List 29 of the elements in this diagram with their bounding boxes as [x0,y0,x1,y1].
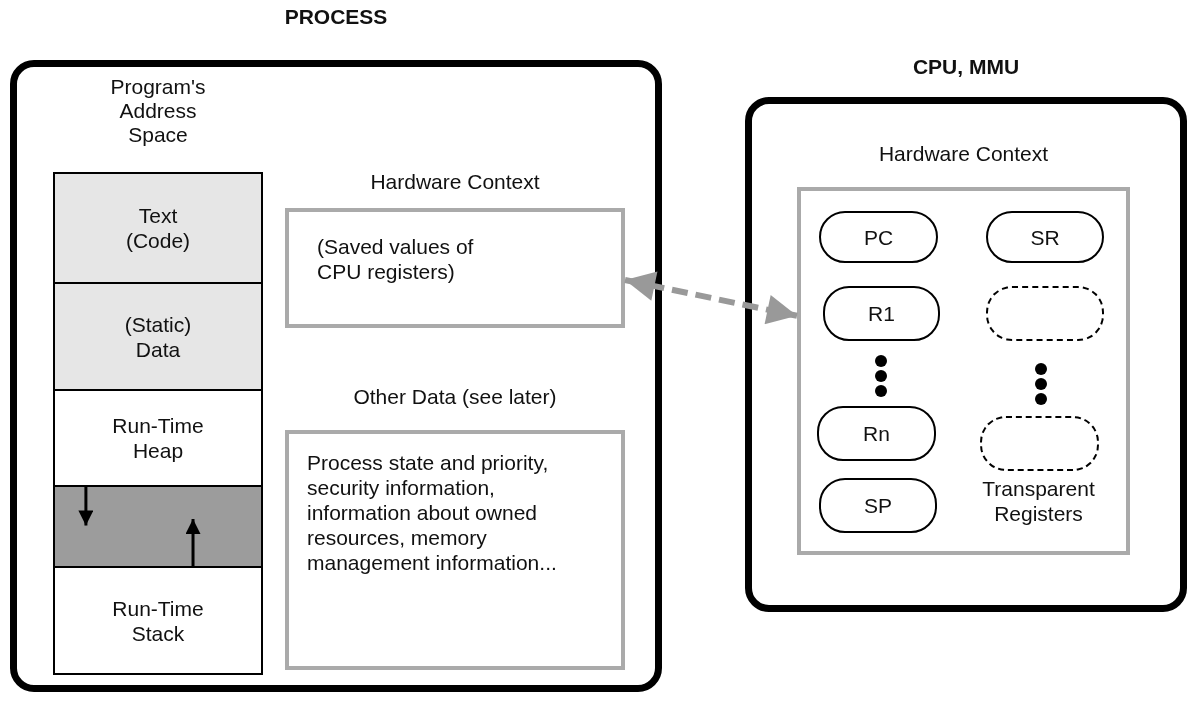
register-label: PC [863,224,894,250]
free-space-area [55,485,261,566]
section-title: Hardware Context [370,170,540,194]
register-label: R1 [868,301,895,326]
register-label: Rn [863,421,890,446]
caption-text: Transparent Registers [981,476,1096,526]
description-text: Process state and priority, security information, information about owned resources, memory management information... [307,450,558,575]
register-box [819,478,937,533]
segment-label: Text (Code) [124,203,192,253]
memory-segment [55,282,261,389]
segment-label: Run-Time Heap [111,413,205,463]
section-title: CPU, MMU [912,55,1020,79]
arrow [185,519,201,566]
arrow [78,485,94,526]
section-title: Other Data (see later) [353,385,557,409]
register-box [986,211,1104,263]
register-box [819,211,938,263]
memory-segment [55,174,261,282]
double-arrow [624,271,798,325]
section-title: PROCESS [284,5,388,29]
register-box [817,406,936,461]
register-label: SP [864,493,892,518]
segment-label: Run-Time Stack [111,595,205,646]
section-title: Program's Address Space [109,75,207,147]
description-text: (Saved values of CPU registers) [317,234,475,284]
register-label: SR [1030,224,1060,250]
section-title: Hardware Context [878,142,1049,166]
register-box [823,286,940,341]
segment-label: (Static) Data [123,311,193,362]
